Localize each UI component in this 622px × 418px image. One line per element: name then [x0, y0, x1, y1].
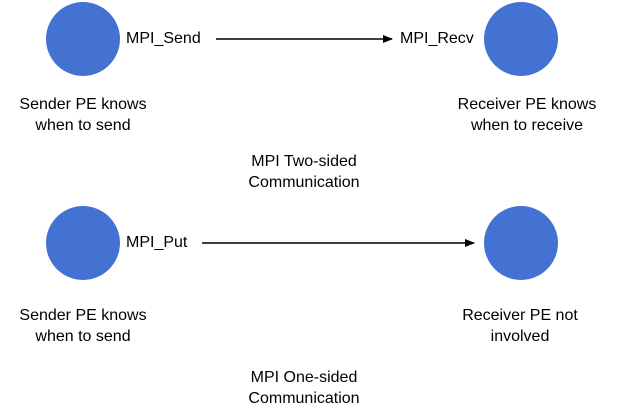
- receiver-caption-one-sided: Receiver PE not involved: [462, 307, 578, 345]
- sender-pe-node-one-sided: [46, 206, 120, 280]
- receiver-caption-two-sided: Receiver PE knows when to receive: [457, 96, 597, 134]
- receiver-pe-node-one-sided: [484, 206, 558, 280]
- one-sided-title: MPI One-sided Communication: [248, 369, 360, 407]
- mpi-put-label: MPI_Put: [126, 234, 188, 251]
- mpi-recv-label: MPI_Recv: [400, 30, 474, 47]
- sender-caption-one-sided: Sender PE knows when to send: [19, 307, 147, 345]
- two-sided-title: MPI Two-sided Communication: [248, 153, 360, 191]
- receiver-pe-node-two-sided: [484, 2, 558, 76]
- sender-caption-two-sided: Sender PE knows when to send: [19, 96, 147, 134]
- sender-pe-node-two-sided: [46, 2, 120, 76]
- mpi-send-label: MPI_Send: [126, 30, 201, 47]
